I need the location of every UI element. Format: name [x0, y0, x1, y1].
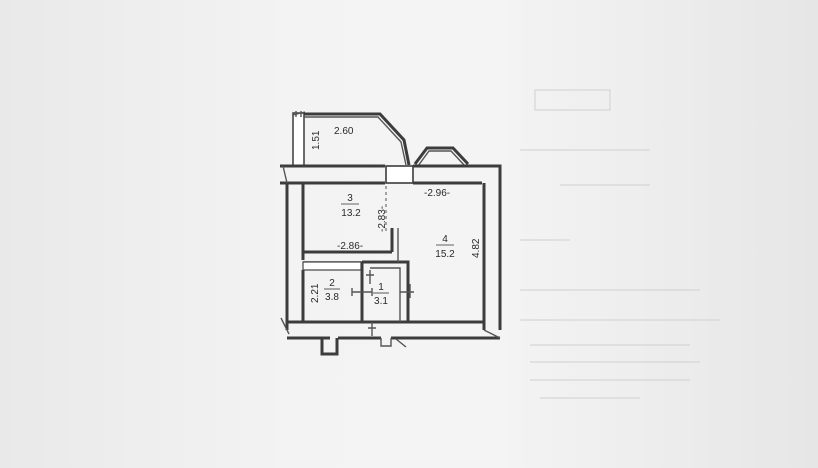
room-label-2: 2 3.8	[324, 278, 340, 303]
wall-left-room2	[285, 260, 305, 330]
balcony	[292, 111, 411, 167]
room-area: 15.2	[435, 249, 455, 260]
wall-top-left	[280, 164, 385, 185]
balcony-break-ticks	[295, 111, 302, 117]
dimension-room2-depth: 2.21	[310, 283, 321, 303]
wall-break-left	[282, 165, 288, 184]
room-label-4: 4 15.2	[435, 234, 455, 260]
room-number: 4	[442, 234, 448, 245]
interior-walls	[302, 186, 414, 336]
dimension-balcony-width: 2.60	[334, 126, 354, 137]
bay-window-inner	[417, 150, 466, 167]
door-tick-top	[366, 270, 374, 284]
wall-left-room3	[285, 183, 305, 260]
wall-top-right	[413, 164, 502, 185]
room-label-3: 3 13.2	[341, 193, 361, 219]
door-tick-bottom	[368, 322, 376, 336]
dimension-room4-width: -2.96-	[424, 188, 450, 199]
wall-bottom	[287, 320, 500, 340]
dimension-room4-depth: 4.82	[471, 238, 482, 258]
bottom-column	[320, 338, 339, 356]
bottom-notch	[380, 338, 392, 347]
wall-break-bottom-left	[280, 317, 290, 335]
wall-room1-inner	[370, 267, 401, 322]
background-show-through	[520, 89, 720, 399]
ghost-block	[534, 89, 611, 111]
wall-room2-top-band	[302, 261, 362, 271]
door-tick-room1	[400, 284, 414, 298]
balcony-break-mark	[292, 111, 306, 116]
room-label-1: 1 3.1	[373, 282, 389, 307]
window-frame	[385, 165, 414, 184]
room-area: 3.8	[325, 292, 339, 303]
balcony-railing-inner	[304, 116, 407, 166]
dimension-labels: 1.51 2.60 -2.83- -2.86- -2.96- 4.82 2.21	[310, 126, 482, 303]
dimension-room3-width: -2.86-	[337, 241, 363, 252]
room-number: 2	[329, 278, 335, 289]
dimension-balcony-height: 1.51	[311, 130, 322, 150]
door-tick-room2	[351, 288, 373, 296]
wall-break-bottom-right	[395, 338, 407, 348]
room-area: 3.1	[374, 296, 388, 307]
balcony-railing	[304, 112, 411, 166]
dimension-room3-depth: -2.83-	[377, 206, 388, 232]
balcony-wall-block	[292, 112, 305, 167]
wall-right	[482, 183, 502, 330]
wall-break-right	[483, 329, 501, 339]
bay-window	[413, 146, 470, 167]
wall-room1	[362, 260, 410, 322]
room-number: 3	[347, 193, 353, 204]
room-area: 13.2	[341, 208, 361, 219]
exterior-walls	[280, 164, 502, 356]
bay-window-outer	[413, 146, 470, 166]
room-number: 1	[378, 282, 384, 293]
